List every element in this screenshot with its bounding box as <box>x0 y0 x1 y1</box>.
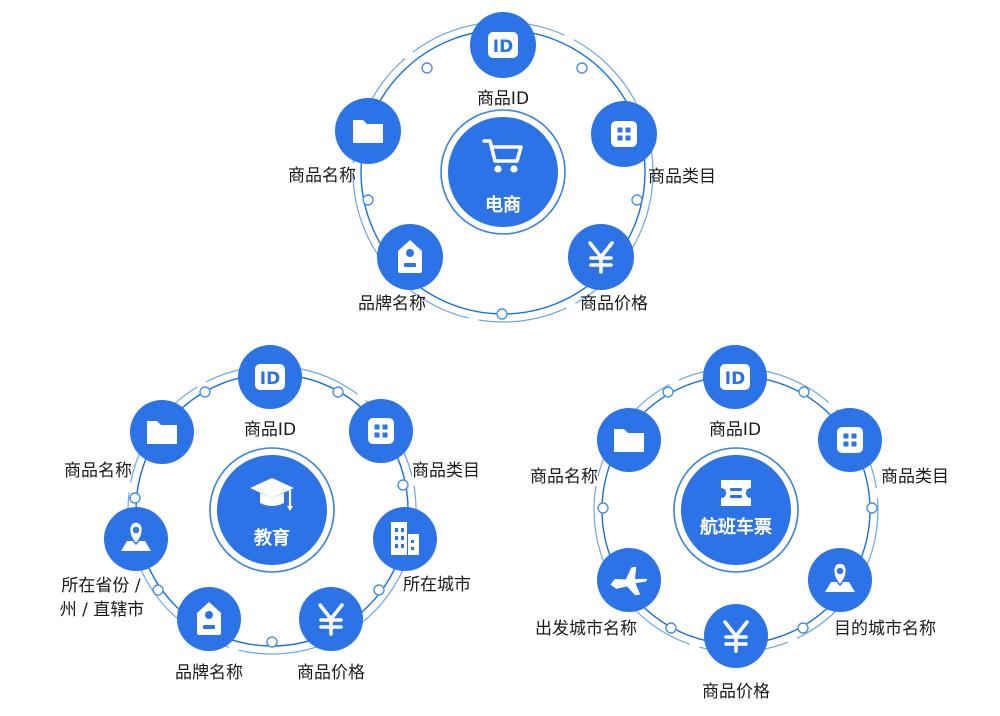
node-label: 所在城市 <box>403 575 471 595</box>
id-icon: ID <box>720 364 750 390</box>
category-grid-icon <box>837 427 863 453</box>
node-label: 商品价格 <box>580 294 648 314</box>
node-product-id: ID 商品ID <box>703 345 767 440</box>
id-icon: ID <box>255 364 285 390</box>
node-brand-name: 品牌名称 <box>175 587 243 683</box>
node-label: 商品类目 <box>412 461 480 481</box>
node-product-id: ID 商品ID <box>470 12 536 109</box>
node-brand-name: 品牌名称 <box>358 224 443 314</box>
node-product-category: 商品类目 <box>591 101 716 187</box>
node-product-id: ID 商品ID <box>238 345 302 440</box>
category-grid-icon <box>611 121 637 147</box>
center-label-flight: 航班车票 <box>700 516 772 538</box>
node-province: 所在省份 / 州 / 直辖市 <box>60 507 168 620</box>
node-label: 商品名称 <box>530 467 598 487</box>
folder-icon <box>147 421 177 444</box>
node-product-category: 商品类目 <box>818 408 949 487</box>
node-product-name: 商品名称 <box>64 400 194 481</box>
node-label-line2: 州 / 直辖市 <box>60 600 145 620</box>
yen-icon <box>588 241 614 274</box>
center-label-education: 教育 <box>254 527 290 549</box>
ticket-icon <box>721 480 751 506</box>
map-pin-icon <box>121 521 151 551</box>
node-label: 商品类目 <box>881 467 949 487</box>
node-destination-city: 目的城市名称 <box>808 548 936 639</box>
node-label: 商品名称 <box>288 166 356 186</box>
yen-icon <box>318 603 344 636</box>
cluster-ecommerce: 电商 ID 商品ID 商品类目 <box>288 12 716 323</box>
svg-text:ID: ID <box>725 369 745 389</box>
id-icon: ID <box>488 32 518 58</box>
center-node-education: 教育 <box>209 447 335 573</box>
node-label: 商品名称 <box>64 461 132 481</box>
yen-icon <box>723 620 749 653</box>
airplane-icon <box>610 566 648 596</box>
node-product-price: 商品价格 <box>568 224 648 314</box>
node-label: 品牌名称 <box>358 294 426 314</box>
node-label: 商品价格 <box>702 682 770 702</box>
shopping-cart-icon <box>482 139 523 173</box>
map-pin-icon <box>825 562 855 592</box>
tag-icon <box>398 240 422 273</box>
node-label: 商品ID <box>244 420 296 440</box>
svg-text:ID: ID <box>260 369 280 389</box>
folder-icon <box>614 429 644 452</box>
node-product-price: 商品价格 <box>702 604 770 702</box>
node-product-name: 商品名称 <box>530 408 661 487</box>
node-product-category: 商品类目 <box>349 399 480 481</box>
node-label: 所在省份 / <box>61 576 140 596</box>
node-label: 商品ID <box>477 89 529 109</box>
cluster-flight: 航班车票 ID 商品ID 商品类目 <box>530 345 949 702</box>
node-label: 出发城市名称 <box>535 619 637 639</box>
center-node-flight: 航班车票 <box>673 447 799 573</box>
node-departure-city: 出发城市名称 <box>535 548 661 639</box>
tag-icon <box>197 602 221 635</box>
center-node-ecommerce: 电商 <box>440 109 566 235</box>
category-grid-icon <box>368 418 394 444</box>
svg-text:ID: ID <box>493 37 513 57</box>
graduation-cap-icon <box>250 478 294 511</box>
node-label: 商品类目 <box>648 167 716 187</box>
node-label: 商品价格 <box>297 663 365 683</box>
folder-icon <box>353 120 383 143</box>
building-icon <box>391 522 419 555</box>
center-label-ecommerce: 电商 <box>485 194 521 216</box>
cluster-education: 教育 ID 商品ID 商品类目 <box>60 345 480 683</box>
node-product-name: 商品名称 <box>288 98 401 186</box>
node-label: 品牌名称 <box>175 663 243 683</box>
node-product-price: 商品价格 <box>297 587 365 683</box>
node-city: 所在城市 <box>373 507 471 595</box>
node-label: 商品ID <box>709 420 761 440</box>
node-label: 目的城市名称 <box>834 619 936 639</box>
